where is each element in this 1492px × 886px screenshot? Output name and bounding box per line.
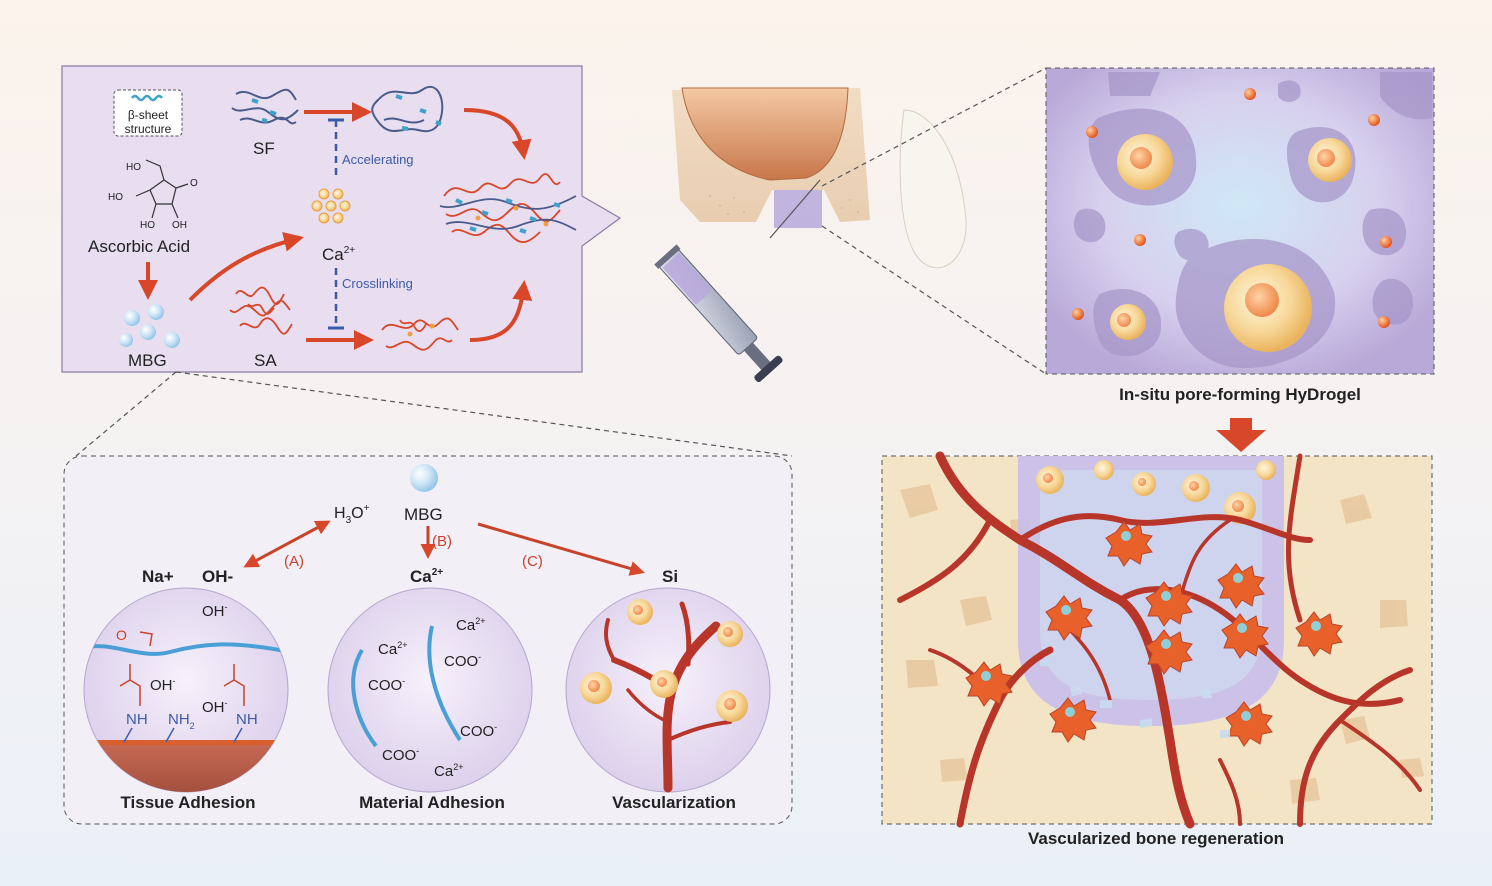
sf-label: SF (253, 139, 275, 158)
ca-label-mech: Ca2+ (410, 567, 443, 586)
ho-label-3: HO (140, 220, 155, 231)
down-arrow-icon (1216, 418, 1266, 452)
material-adhesion-caption: Material Adhesion (359, 793, 505, 812)
arrow-a (243, 520, 331, 568)
sf-assembled-icon (371, 85, 444, 133)
alginate-chain-right (427, 625, 462, 742)
ho-label-1: HO (126, 162, 141, 173)
vascularization-caption: Vascularization (612, 793, 736, 812)
tissue-surface (84, 740, 288, 745)
crosslinking-label: Crosslinking (342, 276, 413, 291)
bone-texture (709, 195, 859, 215)
mbg-sphere-icon (410, 464, 438, 492)
nh-right-label: NH (236, 711, 258, 728)
oh-top-label: OH- (202, 602, 228, 620)
tooth-socket-illustration (654, 87, 967, 382)
tissue-adhesion-caption: Tissue Adhesion (120, 793, 255, 812)
injected-hydrogel (774, 190, 822, 228)
gel-network-icon (439, 173, 577, 243)
nh-left-label: NH (126, 711, 148, 728)
coo-label-4: COO- (382, 746, 419, 764)
syringe-needle (769, 179, 821, 239)
ho-label-2: HO (108, 192, 123, 203)
sf-fibers-icon (231, 88, 299, 125)
ca-label-top: Ca2+ (322, 245, 355, 264)
ascorbic-acid-label: Ascorbic Acid (88, 237, 190, 256)
accelerating-label: Accelerating (342, 152, 414, 167)
bone-regeneration-panel: Vascularized bone regeneration (881, 451, 1433, 848)
vascularization-cells (580, 599, 748, 722)
degraded-fragments (1040, 658, 1230, 738)
neighbour-tooth (899, 109, 967, 269)
mbg-label-top: MBG (128, 351, 167, 370)
mbg-label-mech: MBG (404, 505, 443, 524)
arrow-sf-to-gel (463, 108, 532, 160)
label-b: (B) (432, 533, 452, 550)
bone-caption: Vascularized bone regeneration (1028, 829, 1284, 848)
implant-inner (1040, 470, 1262, 700)
polymer-chain (84, 642, 288, 656)
arrow-c (477, 522, 645, 576)
oh-minus-label: OH- (202, 567, 233, 586)
vascularization-circle: Vascularization (565, 587, 771, 812)
sa-chains-icon (229, 286, 293, 335)
nh2-label: NH2 (168, 711, 195, 731)
arrow-mbg-to-ca (188, 232, 304, 302)
material-adhesion-circle: Ca2+ Ca2+ Ca2+ COO- COO- COO- COO- Mater… (327, 587, 533, 812)
aldehyde-groups (119, 631, 245, 706)
ca-label-c2-1: Ca2+ (378, 640, 407, 658)
osteoblast-nuclei (981, 531, 1321, 721)
na-label: Na+ (142, 567, 174, 586)
ca-label-c2-2: Ca2+ (456, 616, 485, 634)
amine-bonds (123, 727, 243, 743)
calcium-ions-icon (311, 188, 351, 224)
aldehyde-o-label: O (116, 627, 127, 643)
beta-sheet-icon (131, 94, 163, 102)
si-label: Si (662, 567, 678, 586)
hydrogel-particles (1072, 88, 1392, 328)
beta-sheet-box (113, 89, 183, 137)
ascorbic-acid-structure (135, 159, 189, 219)
coo-label-2: COO- (368, 676, 405, 694)
tooth-crown (681, 87, 849, 181)
oh-label: OH (172, 220, 187, 231)
h3o-label: H3O+ (334, 503, 370, 526)
syringe-icon (654, 244, 783, 382)
mbg-spheres (119, 304, 180, 348)
oh-mid-label: OH- (150, 676, 176, 694)
arrow-sa-to-gel (469, 280, 533, 342)
alginate-chain-left (351, 648, 378, 748)
ca-label-c2-3: Ca2+ (434, 762, 463, 780)
o-label: O (190, 178, 198, 189)
synthesis-panel: β-sheet structure HO HO HO OH O Ascorbic… (61, 65, 622, 373)
hydrogel-cells (1110, 134, 1352, 352)
coo-label-1: COO- (444, 652, 481, 670)
callout-lines (75, 67, 1047, 457)
label-c: (C) (522, 553, 543, 570)
oh-low-label: OH- (202, 698, 228, 716)
beta-sheet-label-2: structure (125, 122, 172, 136)
hydrogel-panel: In-situ pore-forming HyDrogel (1045, 67, 1435, 404)
osteoblast-cells (965, 521, 1343, 747)
coo-label-3: COO- (460, 722, 497, 740)
mechanism-panel: MBG H3O+ (A) (B) (C) Na+ OH- Ca2+ Si (63, 455, 793, 825)
hydrogel-caption: In-situ pore-forming HyDrogel (1119, 385, 1361, 404)
label-a: (A) (284, 553, 304, 570)
sa-crosslinked-icon (381, 317, 459, 351)
beta-sheet-label-1: β-sheet (128, 108, 169, 122)
sa-label: SA (254, 351, 277, 370)
implant-cells (1036, 460, 1276, 524)
